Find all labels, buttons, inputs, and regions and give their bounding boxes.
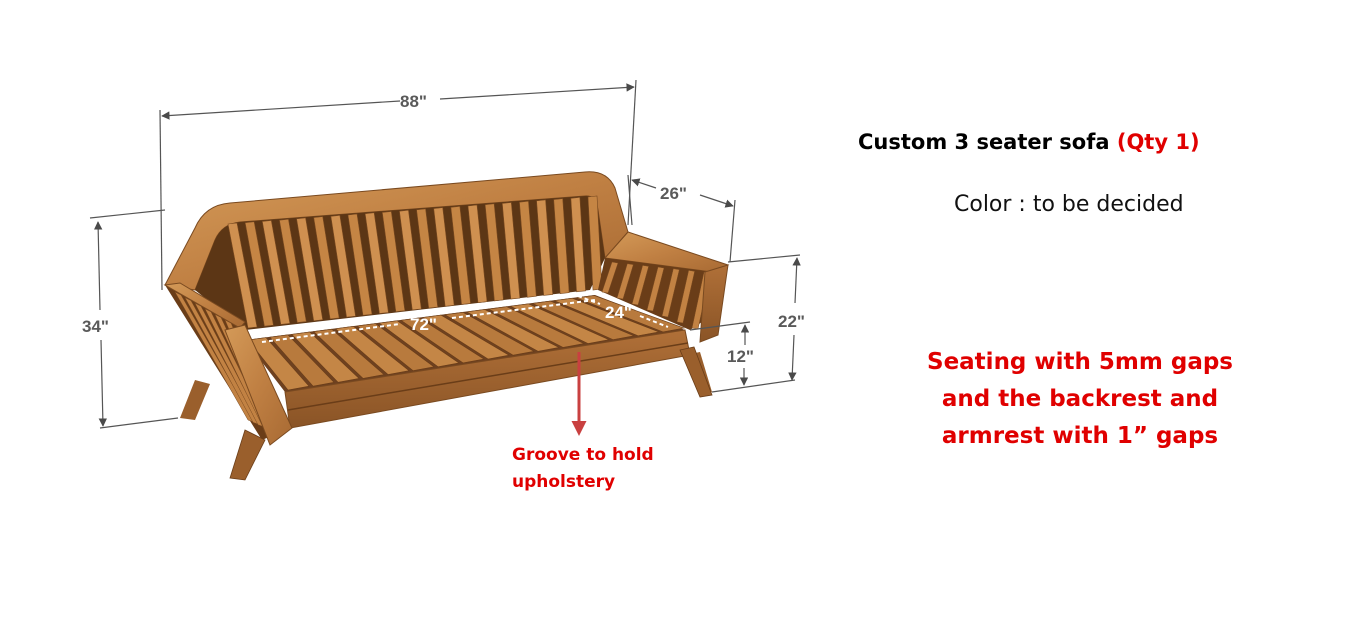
backrest-slat <box>433 207 455 307</box>
seat-slat <box>422 314 510 360</box>
seat-slat <box>487 306 585 348</box>
callout-line-1: Groove to hold <box>512 445 654 465</box>
seat-slat <box>291 331 360 383</box>
dim-depth: 26" <box>660 184 687 203</box>
front-left-leg <box>229 429 266 481</box>
seat-slat <box>247 337 310 391</box>
seat-slat <box>378 320 460 368</box>
backrest-slat <box>364 212 389 314</box>
backrest-slats <box>227 195 603 329</box>
front-right-leg <box>679 346 713 398</box>
backrest-slat <box>330 214 356 318</box>
backrest-slat <box>553 198 570 294</box>
backrest-slat <box>536 199 554 296</box>
backrest-slat <box>279 218 307 323</box>
dim-arm-height: 22" <box>778 312 805 331</box>
arm-slat <box>676 270 695 324</box>
dim-seat-depth: 24" <box>605 303 632 322</box>
seat-slat <box>312 328 385 379</box>
left-arm-top <box>163 282 246 329</box>
left-arm-front-post <box>224 324 293 446</box>
arm-slat <box>616 263 634 300</box>
backrest-slat <box>519 200 537 298</box>
spec-note: Seating with 5mm gaps and the backrest a… <box>900 344 1260 455</box>
spec-qty: (Qty 1) <box>1116 130 1200 154</box>
spec-color: Color : to be decided <box>954 192 1184 217</box>
seat-slat <box>443 311 535 356</box>
seat-slat <box>574 295 686 333</box>
sofa-illustration <box>163 171 730 481</box>
backrest-slat <box>381 211 406 313</box>
spec-note-line-1: Seating with 5mm gaps <box>927 349 1233 375</box>
seat-slat <box>269 334 335 387</box>
seat-slat <box>465 309 560 352</box>
backrest-slat <box>244 221 274 327</box>
seat-slat <box>509 303 611 344</box>
seat-slat <box>400 317 485 364</box>
right-arm-slats <box>601 261 711 330</box>
backrest-slat <box>450 205 471 305</box>
dim-overall-height: 34" <box>82 317 109 336</box>
backrest-slat <box>570 196 586 293</box>
arm-slat <box>601 261 619 294</box>
dim-overall-width: 88" <box>400 92 427 111</box>
spec-title: Custom 3 seater sofa (Qty 1) <box>858 130 1200 154</box>
backrest-slat <box>347 213 373 316</box>
seat-slat <box>356 323 435 371</box>
seat-dimension-lines <box>261 295 669 343</box>
seat-slat <box>553 297 661 337</box>
seat-slat <box>334 326 410 375</box>
spec-note-line-2: and the backrest and <box>941 386 1219 412</box>
backrest-slat <box>261 220 291 325</box>
backrest-slat <box>296 217 324 322</box>
dim-seat-width: 72" <box>410 315 437 334</box>
arm-slat <box>661 268 680 318</box>
callout-line-2: upholstery <box>512 472 615 492</box>
dim-seat-height: 12" <box>727 347 754 366</box>
seat-slats <box>247 295 686 391</box>
upholstery-groove <box>287 342 689 411</box>
backrest-slat <box>313 216 340 320</box>
right-arm-post <box>699 264 729 343</box>
back-left-leg <box>180 380 210 420</box>
backrest-slat <box>501 202 521 300</box>
spec-title-text: Custom 3 seater sofa <box>858 130 1110 154</box>
arm-slat <box>631 265 649 306</box>
backrest-slat <box>227 222 258 329</box>
seat-slat <box>531 300 636 340</box>
backrest-slat <box>399 209 422 311</box>
backrest-slat <box>484 203 504 302</box>
backrest-slat <box>416 208 439 309</box>
dimension-lines <box>89 79 801 429</box>
backrest-slat <box>467 204 488 303</box>
arm-slat <box>646 266 665 312</box>
spec-note-line-3: armrest with 1” gaps <box>941 423 1219 449</box>
